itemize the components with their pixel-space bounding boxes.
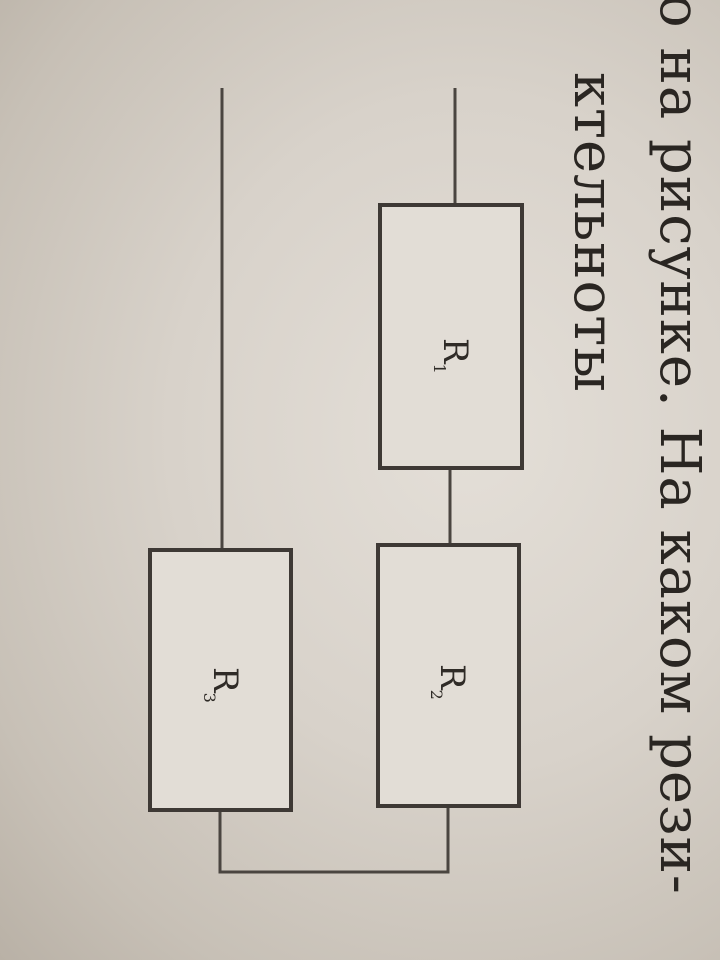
resistor-r1-label: R1 — [430, 338, 475, 374]
resistor-r1: R1 — [378, 203, 524, 470]
resistor-r1-body — [378, 203, 524, 470]
wire-bottom-junction — [218, 805, 450, 874]
resistor-r2-body — [376, 543, 521, 808]
resistor-r3: R3 — [148, 548, 293, 812]
resistor-r2-label: R2 — [427, 664, 472, 700]
resistor-r3-body — [148, 548, 293, 812]
resistor-r2: R2 — [376, 543, 521, 808]
resistor-r3-label: R3 — [200, 667, 245, 703]
